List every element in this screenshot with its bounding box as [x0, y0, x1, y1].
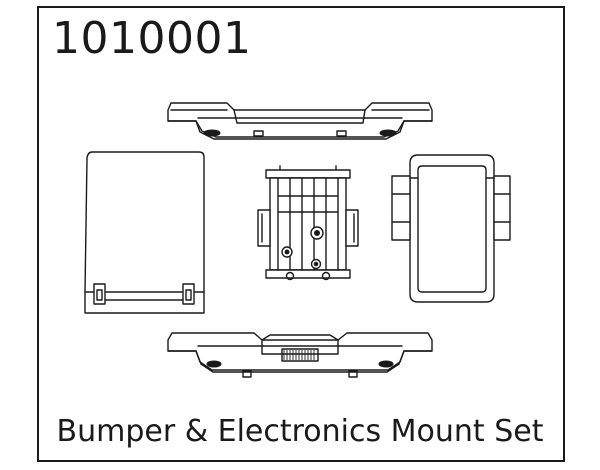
rear-bumper-icon: [167, 332, 433, 378]
set-name: Bumper & Electronics Mount Set: [56, 414, 544, 449]
part-number: 1010001: [52, 13, 252, 64]
battery-tray-plate-icon: [84, 151, 205, 314]
battery-holder-frame-icon: [391, 154, 511, 303]
front-bumper-icon: [167, 102, 433, 140]
electronics-mount-icon: [257, 165, 359, 281]
